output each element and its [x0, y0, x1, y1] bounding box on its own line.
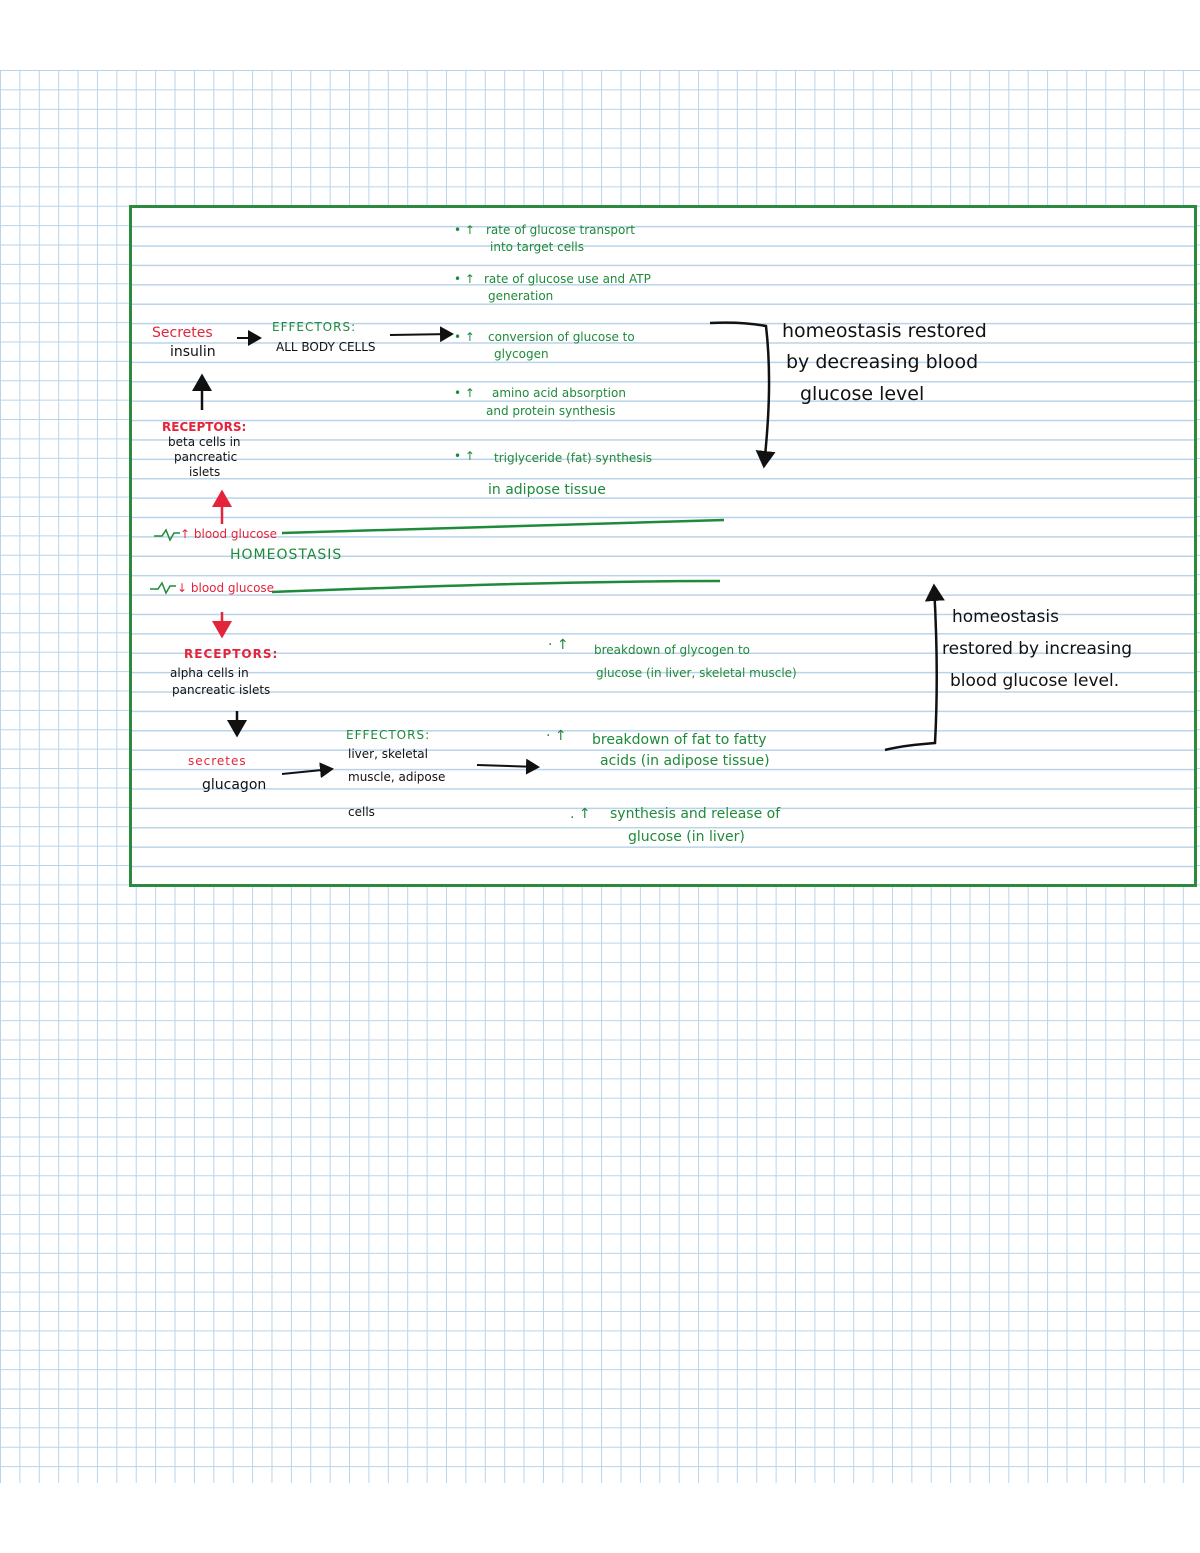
- response-line-1: triglyceride (fat) synthesis: [494, 451, 653, 465]
- bullet-up: • ↑: [454, 386, 475, 400]
- response-line-2: glucose (in liver, skeletal muscle): [596, 666, 797, 680]
- receptors-line-1: beta cells in: [168, 435, 241, 449]
- high-blood-glucose-stimulus: ↑ blood glucose: [180, 527, 278, 541]
- arrow-secretes-to-effectors-low: [281, 762, 334, 779]
- bullet-up: • ↑: [454, 272, 475, 286]
- response-line-2: in adipose tissue: [488, 482, 606, 498]
- effectors-value: ALL BODY CELLS: [276, 340, 376, 354]
- response-line-1: breakdown of fat to fatty: [592, 732, 767, 748]
- insulin-label: insulin: [170, 344, 216, 360]
- low-blood-glucose-stimulus: ↓ blood glucose: [177, 581, 275, 595]
- bracket-bottom-responses: [884, 583, 945, 752]
- effectors-heading: EFFECTORS:: [272, 320, 357, 334]
- bracket-top-responses: [709, 321, 776, 469]
- bullet-up: . ↑: [570, 806, 591, 822]
- outcome-top-line-1: homeostasis restored: [782, 320, 987, 342]
- response-line-2: into target cells: [490, 240, 585, 254]
- line-high-glucose: [281, 518, 725, 535]
- secretes-label: Secretes: [152, 325, 213, 341]
- response-line-1: conversion of glucose to: [488, 330, 635, 344]
- bullet-up: • ↑: [454, 223, 475, 237]
- squiggle-low: [150, 581, 176, 595]
- homeostasis-diagram-card: Secretes insulin EFFECTORS: ALL BODY CEL…: [129, 205, 1197, 887]
- glucagon-label: glucagon: [202, 777, 267, 793]
- effectors-low-line-1: liver, skeletal: [348, 747, 428, 761]
- secretes-label-low: secretes: [188, 754, 247, 768]
- receptors-low-line-1: alpha cells in: [170, 666, 249, 680]
- outcome-bottom-line-3: blood glucose level.: [950, 671, 1120, 691]
- diagram-arrows: [150, 321, 945, 779]
- squiggle-high: [154, 528, 180, 542]
- outcome-top-line-3: glucose level: [800, 383, 925, 405]
- outcome-top-line-2: by decreasing blood: [786, 351, 979, 373]
- response-line-2: glucose (in liver): [628, 829, 745, 845]
- response-line-2: acids (in adipose tissue): [600, 753, 770, 769]
- response-line-2: generation: [488, 289, 554, 303]
- line-low-glucose: [271, 579, 721, 594]
- effectors-low-line-2: muscle, adipose: [348, 770, 446, 784]
- receptors-line-2: pancreatic: [174, 450, 238, 464]
- arrow-effectors-to-responses-low: [476, 758, 540, 775]
- response-line-1: rate of glucose transport: [486, 223, 635, 237]
- bullet-up: · ↑: [548, 637, 569, 653]
- response-line-2: glycogen: [494, 347, 549, 361]
- response-line-1: synthesis and release of: [610, 806, 781, 822]
- outcome-bottom-line-1: homeostasis: [952, 607, 1059, 627]
- response-line-2: and protein synthesis: [486, 404, 616, 418]
- bullet-up: · ↑: [546, 728, 567, 744]
- outcome-bottom-line-2: restored by increasing: [942, 639, 1133, 659]
- homeostasis-label: HOMEOSTASIS: [230, 547, 343, 563]
- bullet-up: • ↑: [454, 449, 475, 463]
- response-line-1: amino acid absorption: [492, 386, 626, 400]
- receptors-heading-low: RECEPTORS:: [184, 647, 279, 661]
- arrow-effectors-to-responses: [389, 326, 454, 343]
- effectors-low-line-3: cells: [348, 805, 375, 819]
- response-line-1: rate of glucose use and ATP: [484, 272, 651, 286]
- receptors-heading: RECEPTORS:: [162, 420, 247, 434]
- receptors-low-line-2: pancreatic islets: [172, 683, 271, 697]
- response-line-1: breakdown of glycogen to: [594, 643, 751, 657]
- effectors-heading-low: EFFECTORS:: [346, 728, 431, 742]
- receptors-line-3: islets: [189, 465, 221, 479]
- bullet-up: • ↑: [454, 330, 475, 344]
